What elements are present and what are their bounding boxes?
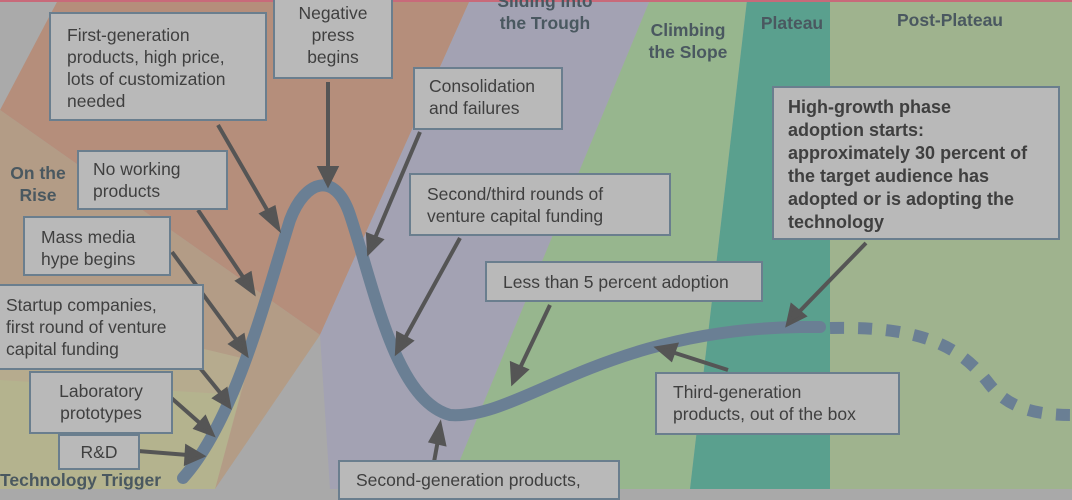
phase-label-technology-trigger: Technology Trigger [0,470,162,490]
phase-label-on-the-rise: On the Rise [10,163,66,205]
hype-curve-dotted [829,321,1072,421]
callout-mass-media-hype: Mass media hype begins [23,216,171,276]
callout-rnd: R&D [58,434,140,470]
callout-negative-press-begins: Negative press begins [273,0,393,79]
phase-label-plateau: Plateau [760,13,824,33]
top-edge [0,0,1072,2]
phase-label-sliding-into-trough: Sliding into the Trough [497,0,593,33]
callout-third-generation-products: Third-generation products, out of the bo… [655,372,900,435]
callout-first-generation-products: First-generation products, high price, l… [49,12,267,121]
callout-laboratory-prototypes: Laboratory prototypes [29,371,173,434]
callout-high-growth-phase: High-growth phase adoption starts: appro… [772,86,1060,240]
callout-consolidation-failures: Consolidation and failures [413,67,563,130]
arrows [137,82,868,467]
phase-label-climbing-the-slope: Climbing the Slope [648,20,728,62]
callout-less-than-5-percent: Less than 5 percent adoption [485,261,763,302]
callout-second-third-rounds: Second/third rounds of venture capital f… [409,173,671,236]
band-rise-left-grey [0,0,58,110]
phase-label-post-plateau: Post-Plateau [897,10,1003,30]
callout-second-generation-products: Second-generation products, [338,460,620,500]
callout-no-working-products: No working products [77,150,228,210]
callout-startup-companies: Startup companies, first round of ventur… [0,284,204,370]
hype-curve [177,179,826,484]
